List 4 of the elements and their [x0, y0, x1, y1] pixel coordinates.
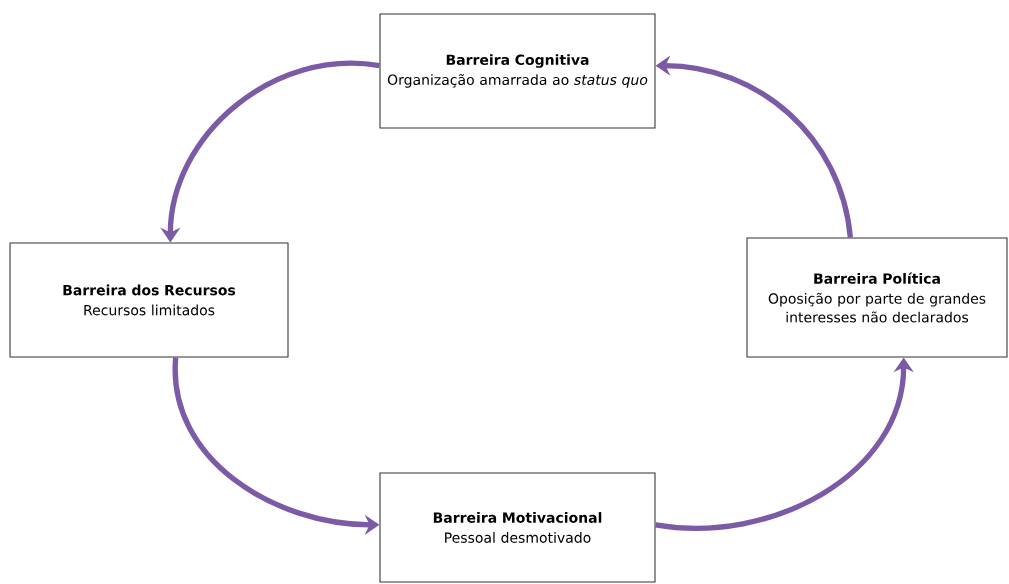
- text-box: Barreira Cognitiva Organização amarrada ao status quo: [379, 13, 656, 129]
- text-box: Barreira Motivacional Pessoal desmotivado: [379, 472, 656, 583]
- text-box: Barreira dos Recursos Recursos limitados: [9, 242, 289, 358]
- text-box: Barreira Política Oposição por parte de grandes interesses não declarados: [746, 237, 1008, 358]
